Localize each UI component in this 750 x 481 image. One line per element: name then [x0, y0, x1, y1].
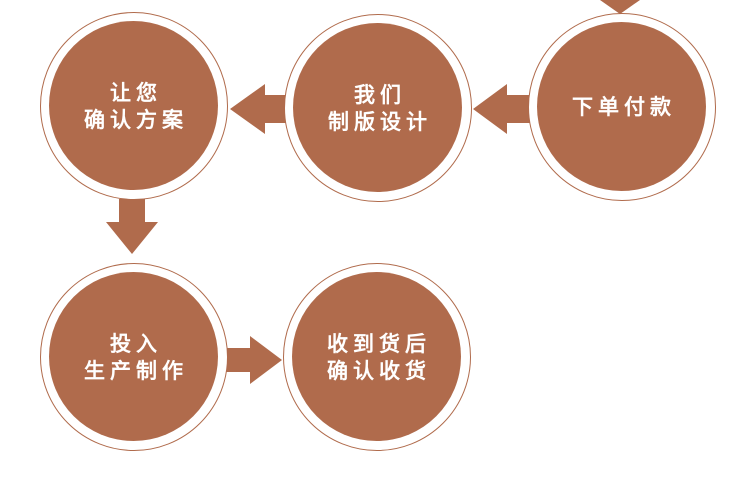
- arrow-down-icon: [106, 199, 158, 254]
- arrow-left-icon: [230, 84, 292, 134]
- step-produce-label-line1: 投入: [110, 330, 162, 356]
- step-pay-label: 下单付款: [572, 94, 676, 119]
- step-design: 我们 制版设计: [284, 14, 472, 202]
- step-receive-label-line1: 收到货后: [327, 330, 431, 356]
- step-produce: 投入 生产制作: [40, 263, 228, 451]
- step-confirm-circle: 让您 确认方案: [49, 21, 218, 190]
- step-pay-circle: 下单付款: [537, 22, 706, 191]
- step-confirm-label-line1: 让您: [110, 79, 162, 105]
- step-produce-circle: 投入 生产制作: [49, 272, 218, 441]
- step-pay: 下单付款: [528, 13, 716, 201]
- step-design-label-line1: 我们: [354, 81, 406, 107]
- arrow-right-icon: [226, 336, 282, 384]
- step-receive-circle: 收到货后 确认收货: [292, 272, 461, 441]
- step-receive: 收到货后 确认收货: [283, 263, 471, 451]
- arrow-left-icon: [473, 84, 532, 134]
- step-confirm: 让您 确认方案: [40, 12, 228, 200]
- step-design-circle: 我们 制版设计: [293, 23, 462, 192]
- step-design-label-line2: 制版设计: [328, 108, 432, 134]
- step-produce-label-line2: 生产制作: [84, 357, 188, 383]
- step-receive-label-line2: 确认收货: [327, 357, 431, 383]
- arrow-down-icon: [600, 0, 640, 14]
- step-confirm-label-line2: 确认方案: [84, 106, 188, 132]
